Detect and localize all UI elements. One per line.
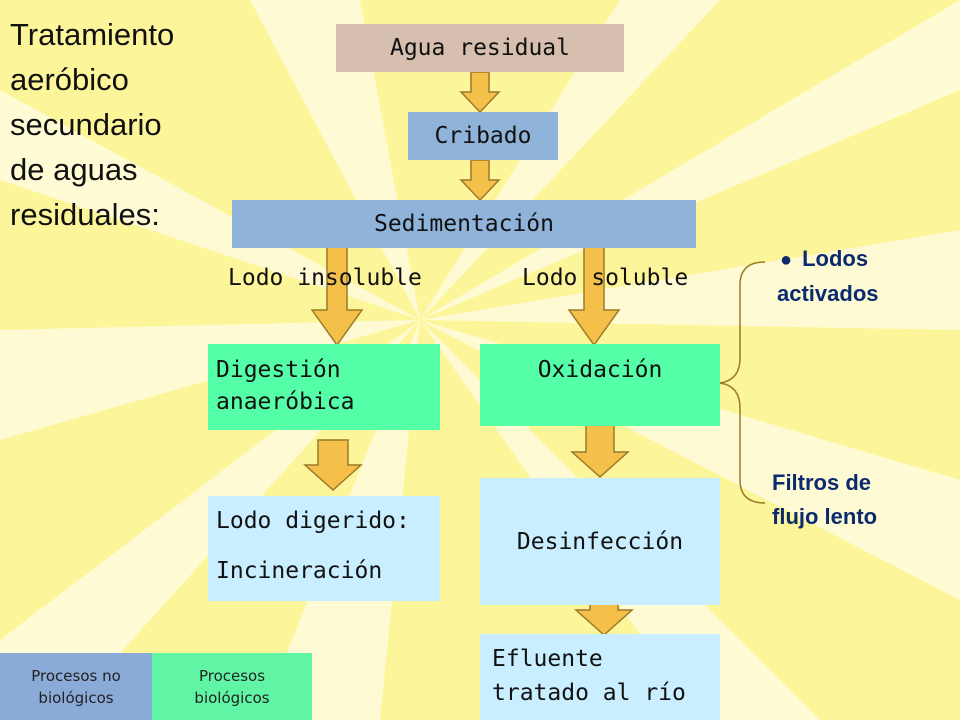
arrow-down-icon bbox=[459, 159, 501, 202]
title-line: aeróbico bbox=[10, 62, 129, 97]
side-note-text: Filtros de bbox=[772, 470, 872, 495]
node-label: Agua residual bbox=[389, 35, 570, 61]
node-desinfeccion: Desinfección bbox=[480, 478, 720, 605]
title-line: Tratamiento bbox=[10, 17, 175, 52]
nav-button-procesos-biologicos[interactable]: Procesos biológicos bbox=[152, 653, 312, 720]
branch-label-insoluble: Lodo insoluble bbox=[228, 265, 422, 291]
bullet-icon: ● bbox=[780, 249, 793, 271]
node-label: anaeróbica bbox=[216, 389, 355, 415]
node-cribado: Cribado bbox=[408, 112, 558, 160]
node-label: Cribado bbox=[434, 123, 532, 149]
nav-button-label: Procesos no biológicos bbox=[31, 666, 121, 707]
node-label: Oxidación bbox=[537, 357, 663, 383]
title-line: de aguas bbox=[10, 152, 138, 187]
node-efluente: Efluente tratado al río bbox=[480, 634, 720, 720]
side-note-text: activados bbox=[777, 281, 879, 306]
arrow-down-icon bbox=[567, 246, 621, 347]
node-label: Incineración bbox=[216, 558, 383, 584]
node-oxidacion: Oxidación bbox=[480, 344, 720, 426]
side-note-filtros: Filtros de flujo lento bbox=[772, 466, 877, 534]
arrow-down-icon bbox=[459, 71, 501, 114]
side-note-text: Lodos bbox=[802, 246, 869, 271]
node-label: Digestión bbox=[216, 357, 341, 383]
node-label: Efluente bbox=[492, 646, 603, 672]
arrow-down-icon bbox=[310, 246, 364, 347]
slide-title: Tratamiento aeróbico secundario de aguas… bbox=[10, 12, 220, 237]
node-label: Sedimentación bbox=[373, 211, 554, 237]
node-label: tratado al río bbox=[492, 680, 686, 706]
title-line: secundario bbox=[10, 107, 162, 142]
side-note-lodos-activados: ● Lodos activados bbox=[777, 242, 879, 310]
node-label: Lodo digerido: bbox=[216, 508, 410, 534]
arrow-down-icon bbox=[570, 424, 630, 479]
node-label: Desinfección bbox=[516, 528, 684, 555]
node-sedimentacion: Sedimentación bbox=[232, 200, 696, 248]
arrow-down-icon bbox=[303, 439, 363, 492]
title-line: residuales: bbox=[10, 197, 160, 232]
side-note-text: flujo lento bbox=[772, 504, 878, 529]
curly-brace bbox=[719, 261, 766, 504]
branch-label-soluble: Lodo soluble bbox=[522, 265, 689, 291]
nav-button-procesos-no-biologicos[interactable]: Procesos no biológicos bbox=[0, 653, 152, 720]
nav-button-label: Procesos biológicos bbox=[194, 666, 270, 707]
node-agua-residual: Agua residual bbox=[336, 24, 624, 72]
node-digestion-anaerobica: Digestión anaeróbica bbox=[208, 344, 440, 430]
node-lodo-digerido: Lodo digerido: Incineración bbox=[208, 496, 440, 601]
